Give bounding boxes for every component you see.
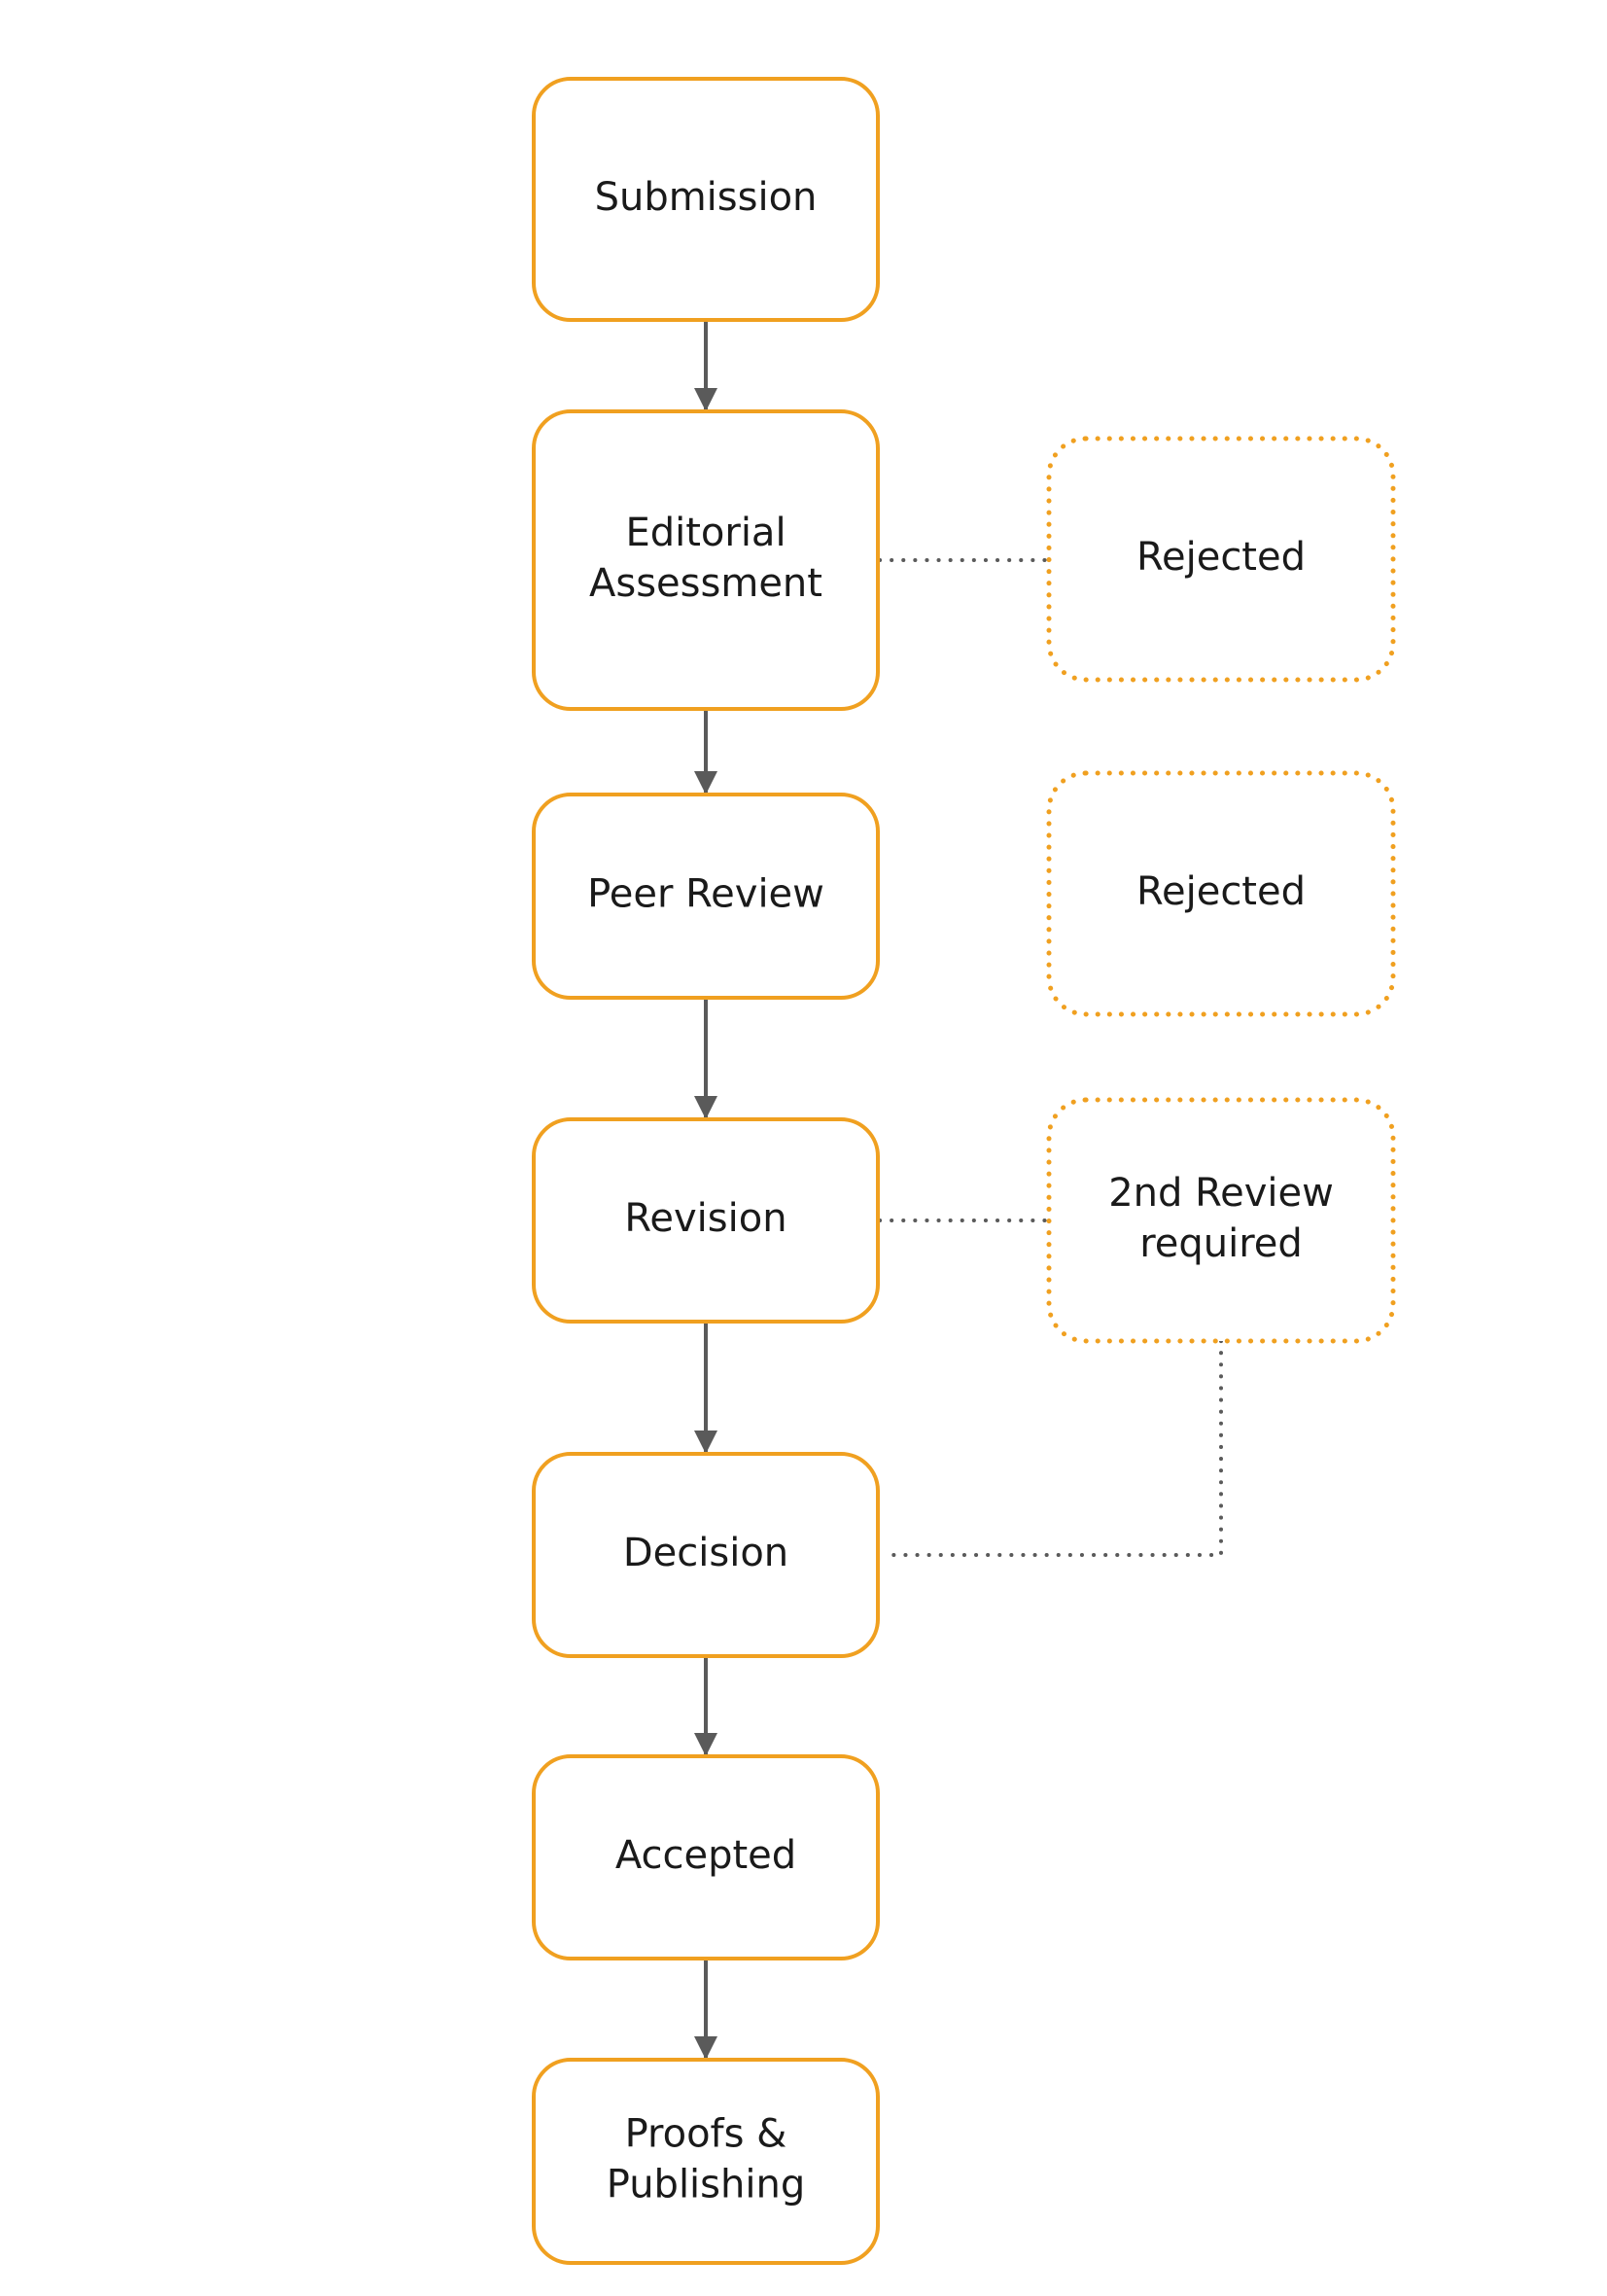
node-accepted: Accepted	[532, 1754, 880, 1960]
edges-layer	[694, 320, 1223, 2060]
node-box	[1046, 770, 1396, 1017]
node-box	[1046, 436, 1396, 683]
node-label: Submission	[595, 175, 818, 220]
node-label: Rejected	[1136, 535, 1306, 580]
node-label: Peer Review	[587, 872, 824, 917]
node-label: Rejected	[1136, 869, 1306, 914]
node-label: Editorial	[625, 511, 786, 555]
node-label: Decision	[623, 1531, 788, 1575]
node-box	[532, 793, 880, 1000]
node-second-review: 2nd Review required	[1046, 1097, 1396, 1344]
node-label: Revision	[624, 1196, 786, 1241]
node-box	[532, 77, 880, 322]
node-label: Accepted	[615, 1833, 796, 1878]
node-decision: Decision	[532, 1452, 880, 1658]
node-box	[532, 1754, 880, 1960]
node-submission: Submission	[532, 77, 880, 322]
node-peer: Peer Review	[532, 793, 880, 1000]
node-label: Proofs &	[625, 2112, 787, 2157]
node-box	[532, 409, 880, 711]
edge-second-review-to-decision	[882, 1339, 1223, 1557]
node-label: Publishing	[607, 2163, 805, 2208]
node-revision: Revision	[532, 1117, 880, 1324]
node-box	[532, 1452, 880, 1658]
node-label: Assessment	[589, 561, 822, 606]
node-rejected2: Rejected	[1046, 770, 1396, 1017]
node-rejected1: Rejected	[1046, 436, 1396, 683]
node-proofs: Proofs & Publishing	[532, 2058, 880, 2265]
node-box	[532, 2058, 880, 2265]
node-box	[532, 1117, 880, 1324]
node-label: required	[1139, 1221, 1303, 1266]
node-label: 2nd Review	[1108, 1171, 1334, 1216]
node-box	[1046, 1097, 1396, 1344]
